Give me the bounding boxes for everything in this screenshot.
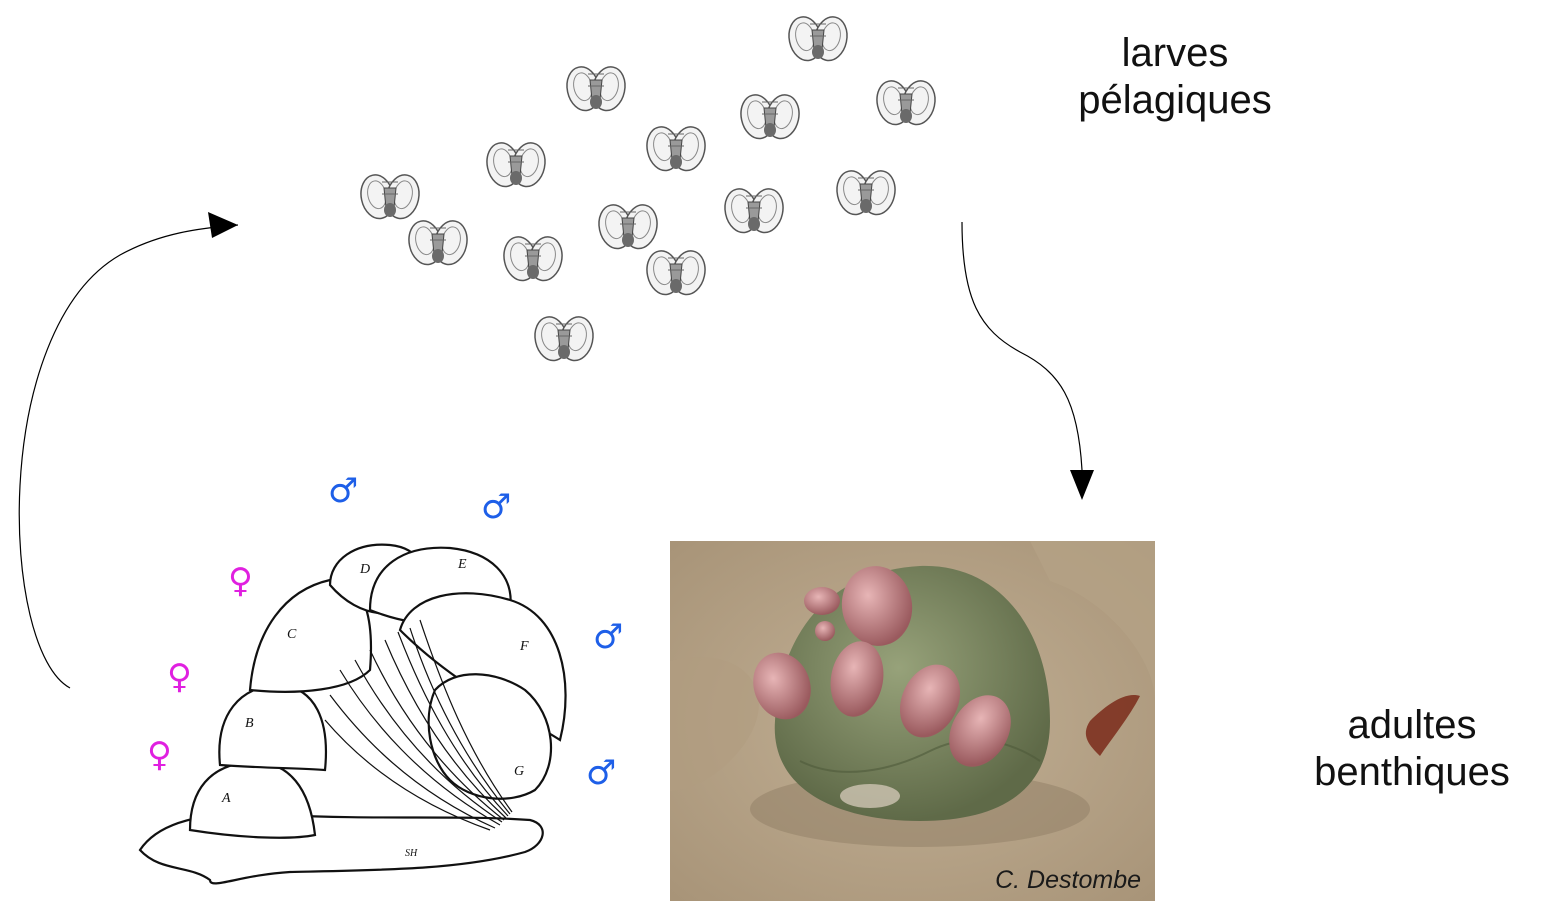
male-symbol: ♂ bbox=[328, 474, 358, 508]
shell-letter-D: D bbox=[359, 562, 370, 577]
larvae-label: larves pélagiques bbox=[1040, 30, 1310, 124]
shell-letter-G: G bbox=[514, 764, 524, 779]
adults-label-line2: benthiques bbox=[1280, 749, 1544, 796]
photo-credit: C. Destombe bbox=[995, 866, 1141, 895]
shell-A bbox=[190, 762, 315, 838]
shell-stack-drawing: A B C D E F G SH bbox=[130, 520, 570, 900]
male-symbol: ♂ bbox=[481, 490, 511, 524]
larva-icon bbox=[873, 78, 939, 128]
adults-photo: C. Destombe bbox=[670, 541, 1155, 901]
larvae-label-line1: larves bbox=[1040, 30, 1310, 77]
larva-icon bbox=[531, 314, 597, 364]
larva-icon bbox=[785, 14, 851, 64]
larva-icon bbox=[643, 124, 709, 174]
larvae-label-line2: pélagiques bbox=[1040, 77, 1310, 124]
larva-icon bbox=[500, 234, 566, 284]
larva-icon bbox=[595, 202, 661, 252]
adults-label: adultes benthiques bbox=[1280, 702, 1544, 796]
larva-icon bbox=[357, 172, 423, 222]
shell-B bbox=[219, 685, 326, 770]
adults-label-line1: adultes bbox=[1280, 702, 1544, 749]
larva-icon bbox=[833, 168, 899, 218]
larva-icon bbox=[643, 248, 709, 298]
photo-illustration bbox=[670, 541, 1155, 901]
male-symbol: ♂ bbox=[586, 756, 616, 790]
shell-letter-C: C bbox=[287, 627, 297, 642]
larva-icon bbox=[721, 186, 787, 236]
shell-letter-A: A bbox=[221, 791, 231, 806]
male-symbol: ♂ bbox=[593, 620, 623, 654]
female-symbol: ♀ bbox=[228, 564, 253, 598]
female-symbol: ♀ bbox=[167, 660, 192, 694]
larva-icon bbox=[405, 218, 471, 268]
larva-icon bbox=[737, 92, 803, 142]
larva-icon bbox=[483, 140, 549, 190]
female-symbol: ♀ bbox=[147, 738, 172, 772]
shell-letter-SH: SH bbox=[405, 848, 418, 859]
shell-letter-F: F bbox=[519, 639, 529, 654]
shell-letter-E: E bbox=[457, 557, 467, 572]
larva-icon bbox=[563, 64, 629, 114]
shell-letter-B: B bbox=[245, 716, 254, 731]
